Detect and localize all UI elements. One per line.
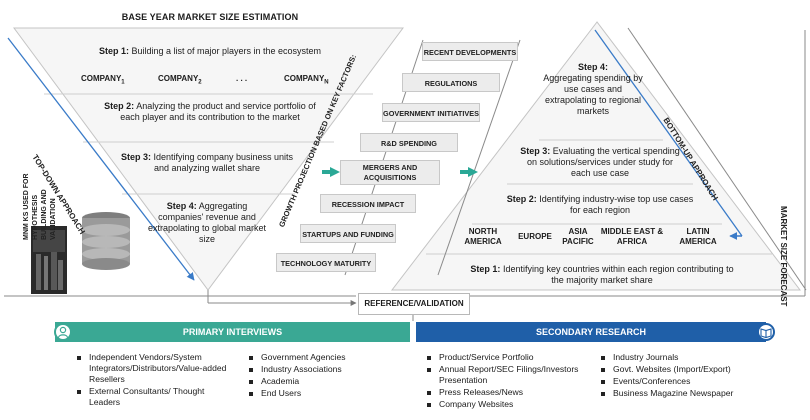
person-icon (54, 323, 72, 341)
factor-government-initiatives: GOVERNMENT INITIATIVES (382, 103, 480, 122)
bottom-up-step-1: Step 1: Identifying key countries within… (470, 264, 734, 285)
list-item: Academia (248, 376, 398, 387)
secondary-research-bar: SECONDARY RESEARCH (416, 322, 766, 342)
list-item: End Users (248, 388, 398, 399)
factor-recent-developments: RECENT DEVELOPMENTS (422, 42, 518, 61)
primary-list-col2: Government Agencies Industry Association… (248, 352, 398, 400)
top-down-step-1: Step 1: Building a list of major players… (98, 46, 322, 56)
list-item: Business Magazine Newspaper (600, 388, 780, 399)
primary-list-col1: Independent Vendors/System Integrators/D… (76, 352, 236, 409)
company-n: COMPANYN (284, 74, 329, 86)
teal-arrow-right (460, 167, 478, 177)
region-north-america: NORTH AMERICA (464, 227, 502, 246)
teal-arrow-left (322, 167, 340, 177)
company-1: COMPANY1 (81, 74, 125, 86)
factor-rd-spending: R&D SPENDING (360, 133, 458, 152)
secondary-list-col1: Product/Service Portfolio Annual Report/… (426, 352, 586, 411)
bottom-up-triangle (390, 21, 802, 291)
hypothesis-label: MNM KS USED FOR HYPOTHESIS BUILDING AND … (23, 173, 57, 241)
secondary-list-col2: Industry Journals Govt. Websites (Import… (600, 352, 780, 400)
database-icon (82, 212, 130, 270)
bottom-up-step-3: Step 3: Evaluating the vertical spending… (520, 146, 680, 178)
factor-recession-impact: RECESSION IMPACT (320, 194, 416, 213)
list-item: Product/Service Portfolio (426, 352, 586, 363)
book-icon (757, 323, 775, 341)
factor-startups-funding: STARTUPS AND FUNDING (300, 224, 396, 243)
bottom-up-step-4: Step 4:Aggregating spending by use cases… (543, 62, 643, 116)
company-2: COMPANY2 (158, 74, 202, 86)
photo-thumbnail (31, 226, 67, 294)
factor-mergers-acquisitions: MERGERS AND ACQUISITIONS (340, 160, 440, 185)
top-down-step-4: Step 4: Aggregating companies' revenue a… (147, 201, 267, 244)
base-year-header: BASE YEAR MARKET SIZE ESTIMATION (121, 12, 299, 22)
region-asia-pacific: ASIA PACIFIC (562, 227, 594, 246)
factor-regulations: REGULATIONS (402, 73, 500, 92)
list-item: Independent Vendors/System Integrators/D… (76, 352, 236, 385)
list-item: Company Websites (426, 399, 586, 410)
list-item: External Consultants/ Thought Leaders (76, 386, 236, 408)
list-item: Press Releases/News (426, 387, 586, 398)
primary-interviews-bar: PRIMARY INTERVIEWS (55, 322, 410, 342)
bottom-up-step-2: Step 2: Identifying industry-wise top us… (506, 194, 694, 215)
factor-technology-maturity: TECHNOLOGY MATURITY (276, 253, 376, 272)
region-europe: EUROPE (518, 232, 552, 241)
market-size-forecast-label: MARKET SIZE FORECAST (779, 206, 788, 307)
top-down-step-3: Step 3: Identifying company business uni… (120, 152, 294, 173)
company-ellipsis: . . . (236, 74, 248, 83)
list-item: Events/Conferences (600, 376, 780, 387)
list-item: Industry Journals (600, 352, 780, 363)
region-middle-east-africa: MIDDLE EAST & AFRICA (600, 227, 664, 246)
list-item: Govt. Websites (Import/Export) (600, 364, 780, 375)
list-item: Annual Report/SEC Filings/Investors Pres… (426, 364, 586, 386)
reference-validation-box: REFERENCE/VALIDATION (358, 293, 470, 315)
top-down-step-2: Step 2: Analyzing the product and servic… (104, 101, 316, 122)
list-item: Industry Associations (248, 364, 398, 375)
list-item: Government Agencies (248, 352, 398, 363)
region-latin-america: LATIN AMERICA (679, 227, 717, 246)
